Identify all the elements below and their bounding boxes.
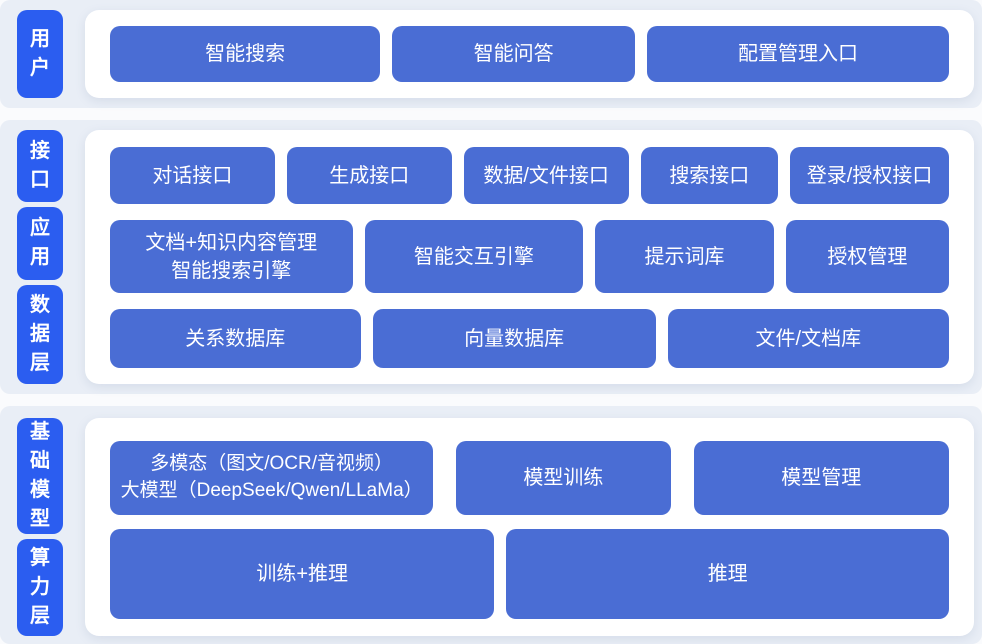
block-model-management: 模型管理 (693, 441, 949, 515)
user-layer-panel: 智能搜索 智能问答 配置管理入口 (85, 10, 974, 98)
block-search-api: 搜索接口 (640, 147, 779, 204)
layer-band-bottom: 基础模型 算力层 多模态（图文/OCR/音视频） 大模型（DeepSeek/Qw… (0, 406, 982, 644)
layer-label-column: 用户 (17, 10, 63, 98)
block-config-admin-portal: 配置管理入口 (647, 26, 949, 82)
application-layer-row: 文档+知识内容管理 智能搜索引擎 智能交互引擎 提示词库 授权管理 (110, 220, 950, 293)
block-prompt-library: 提示词库 (595, 220, 774, 293)
block-generation-api: 生成接口 (286, 147, 452, 204)
interface-layer-row: 对话接口 生成接口 数据/文件接口 搜索接口 登录/授权接口 (110, 147, 949, 204)
layer-label-interface: 接口 (17, 130, 63, 202)
layer-label-data: 数据层 (17, 284, 63, 384)
layer-label-compute: 算力层 (17, 539, 63, 636)
block-file-doc-store: 文件/文档库 (667, 309, 949, 368)
block-training-inference: 训练+推理 (110, 529, 495, 619)
block-smart-interaction-engine: 智能交互引擎 (364, 220, 584, 293)
foundation-model-row: 多模态（图文/OCR/音视频） 大模型（DeepSeek/Qwen/LLaMa）… (110, 441, 949, 515)
block-dialog-api: 对话接口 (110, 147, 275, 204)
block-doc-knowledge-search-engine: 文档+知识内容管理 智能搜索引擎 (110, 220, 353, 293)
block-vector-db: 向量数据库 (372, 309, 656, 368)
block-multimodal-llm: 多模态（图文/OCR/音视频） 大模型（DeepSeek/Qwen/LLaMa） (110, 441, 434, 515)
layer-label-column: 基础模型 算力层 (17, 418, 63, 636)
block-auth-management: 授权管理 (785, 220, 950, 293)
block-smart-search: 智能搜索 (110, 26, 381, 82)
compute-layer-row: 训练+推理 推理 (110, 529, 949, 619)
layer-label-foundation-model: 基础模型 (17, 418, 63, 534)
user-layer-row: 智能搜索 智能问答 配置管理入口 (110, 26, 949, 82)
bottom-layer-panel: 多模态（图文/OCR/音视频） 大模型（DeepSeek/Qwen/LLaMa）… (85, 418, 974, 636)
block-relational-db: 关系数据库 (110, 309, 361, 368)
block-smart-qa: 智能问答 (392, 26, 636, 82)
middle-layer-panel: 对话接口 生成接口 数据/文件接口 搜索接口 登录/授权接口 文档+知识内容管理… (85, 130, 974, 384)
data-layer-row: 关系数据库 向量数据库 文件/文档库 (110, 309, 949, 368)
layer-label-user: 用户 (17, 10, 63, 98)
block-model-training: 模型训练 (456, 441, 671, 515)
block-login-auth-api: 登录/授权接口 (790, 147, 949, 204)
layer-band-middle: 接口 应用 数据层 对话接口 生成接口 数据/文件接口 搜索接口 登录/授权接口… (0, 120, 982, 394)
layer-label-application: 应用 (17, 206, 63, 280)
block-data-file-api: 数据/文件接口 (463, 147, 629, 204)
layer-band-user: 用户 智能搜索 智能问答 配置管理入口 (0, 0, 982, 108)
layer-label-column: 接口 应用 数据层 (17, 130, 63, 384)
block-inference: 推理 (506, 529, 949, 619)
